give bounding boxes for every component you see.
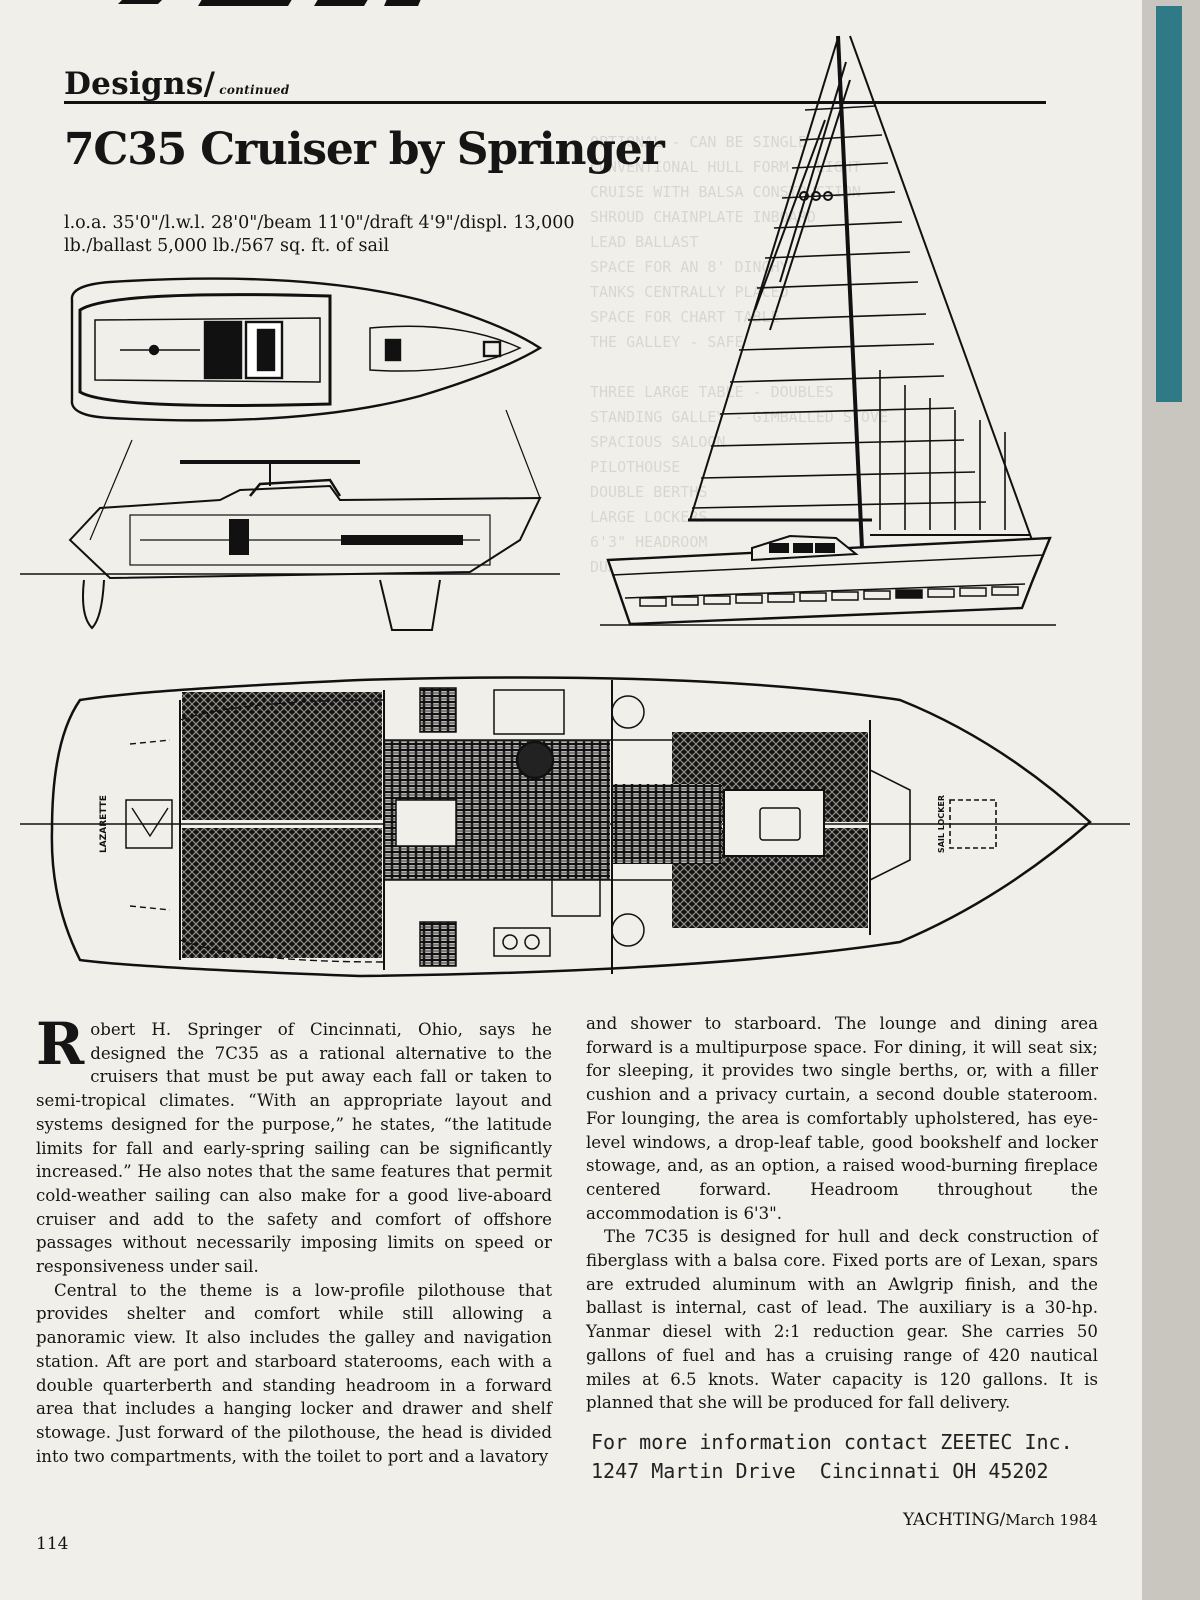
boat-drawings: LAZARETTE SAIL LOCKER xyxy=(20,35,1130,978)
masthead-fragment xyxy=(118,0,458,10)
lazarette-label: LAZARETTE xyxy=(99,795,109,853)
article-paragraph: The 7C35 is designed for hull and deck c… xyxy=(586,1227,1098,1413)
show-through-text: OPTIONAL - CAN BE SINGLE CONVENTIONAL HU… xyxy=(590,133,889,576)
article-column-right: and shower to starboard. The lounge and … xyxy=(586,1012,1098,1415)
page-number: 114 xyxy=(36,1534,69,1554)
contact-stamp: For more information contact ZEETEC Inc.… xyxy=(591,1428,1073,1486)
section-rule xyxy=(64,101,1046,104)
contact-line-1: For more information contact ZEETEC Inc. xyxy=(591,1430,1073,1454)
section-suffix: continued xyxy=(219,83,290,97)
article-title: 7C35 Cruiser by Springer xyxy=(64,124,665,175)
interior-plan-drawing: LAZARETTE SAIL LOCKER xyxy=(20,676,1130,978)
teal-page-tab xyxy=(1156,6,1182,402)
article-paragraph: and shower to starboard. The lounge and … xyxy=(586,1014,1098,1223)
paragraph-text: obert H. Springer of Cincinnati, Ohio, s… xyxy=(36,1020,552,1277)
profile-drawing xyxy=(20,409,560,631)
article-paragraph: Central to the theme is a low-profile pi… xyxy=(36,1280,552,1466)
sail-locker-label: SAIL LOCKER xyxy=(937,795,946,853)
running-footer: YACHTING/March 1984 xyxy=(903,1510,1098,1530)
drop-cap: R xyxy=(36,1010,85,1078)
publication-name: YACHTING/ xyxy=(903,1510,1006,1530)
deck-plan-drawing xyxy=(70,277,543,422)
boat-specs: l.o.a. 35'0"/l.w.l. 28'0"/beam 11'0"/dra… xyxy=(64,213,575,256)
section-heading: Designs/continued xyxy=(64,66,290,102)
sail-plan-drawing xyxy=(600,35,1056,626)
issue-date: March 1984 xyxy=(1005,1511,1098,1529)
contact-line-2: 1247 Martin Drive Cincinnati OH 45202 xyxy=(591,1459,1049,1483)
section-name: Designs xyxy=(64,66,204,102)
